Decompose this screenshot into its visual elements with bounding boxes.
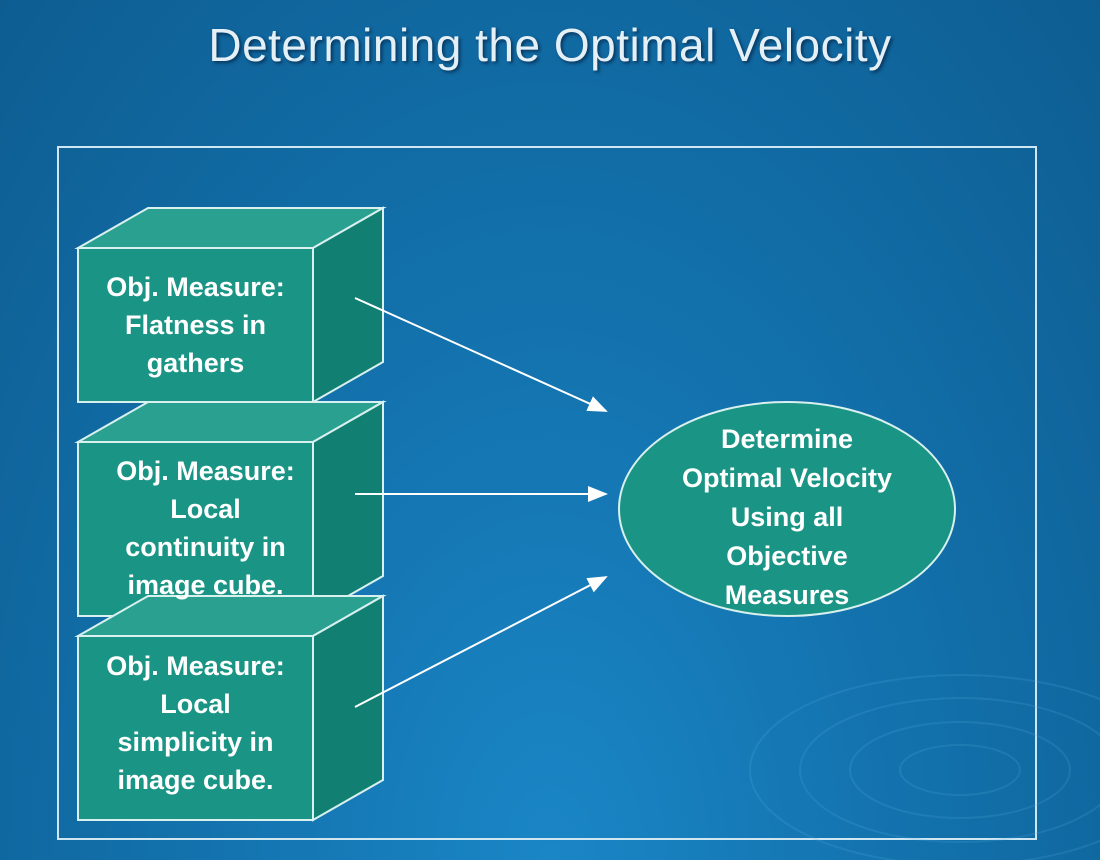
arrow-simplicity: [354, 576, 608, 708]
measure-label-line: Obj. Measure:: [106, 651, 285, 681]
measure-label-line: gathers: [146, 348, 245, 378]
measure-label-line: Local: [160, 689, 231, 719]
measure-label-flatness: Obj. Measure: Flatness in gathers: [78, 268, 313, 382]
measure-label-line: Flatness in: [124, 310, 267, 340]
measure-label-line: continuity in: [125, 532, 286, 562]
measure-label-line: Obj. Measure:: [106, 272, 285, 302]
target-label-line: Objective: [726, 541, 848, 571]
target-label-line: Determine: [720, 424, 854, 454]
target-ellipse: [618, 401, 956, 617]
measure-box-simplicity: [74, 594, 387, 822]
diagram-frame: [57, 146, 1037, 840]
target-label-line: Measures: [724, 580, 850, 610]
page-title: Determining the Optimal Velocity: [208, 19, 892, 71]
measure-label-line: image cube.: [127, 570, 284, 600]
target-label-line: Optimal Velocity: [681, 463, 893, 493]
measure-label-line: image cube.: [117, 765, 274, 795]
measure-box-continuity: [74, 400, 387, 618]
target-label: Determine Optimal Velocity Using all Obj…: [619, 420, 955, 615]
measure-label-simplicity: Obj. Measure: Local simplicity in image …: [78, 647, 313, 799]
measure-label-continuity: Obj. Measure: Local continuity in image …: [88, 452, 323, 604]
measure-label-line: Obj. Measure:: [116, 456, 295, 486]
target-label-line: Using all: [730, 502, 844, 532]
arrow-flatness: [354, 297, 608, 412]
measure-label-line: Local: [170, 494, 241, 524]
measure-box-flatness: [74, 206, 387, 404]
measure-label-line: simplicity in: [117, 727, 274, 757]
